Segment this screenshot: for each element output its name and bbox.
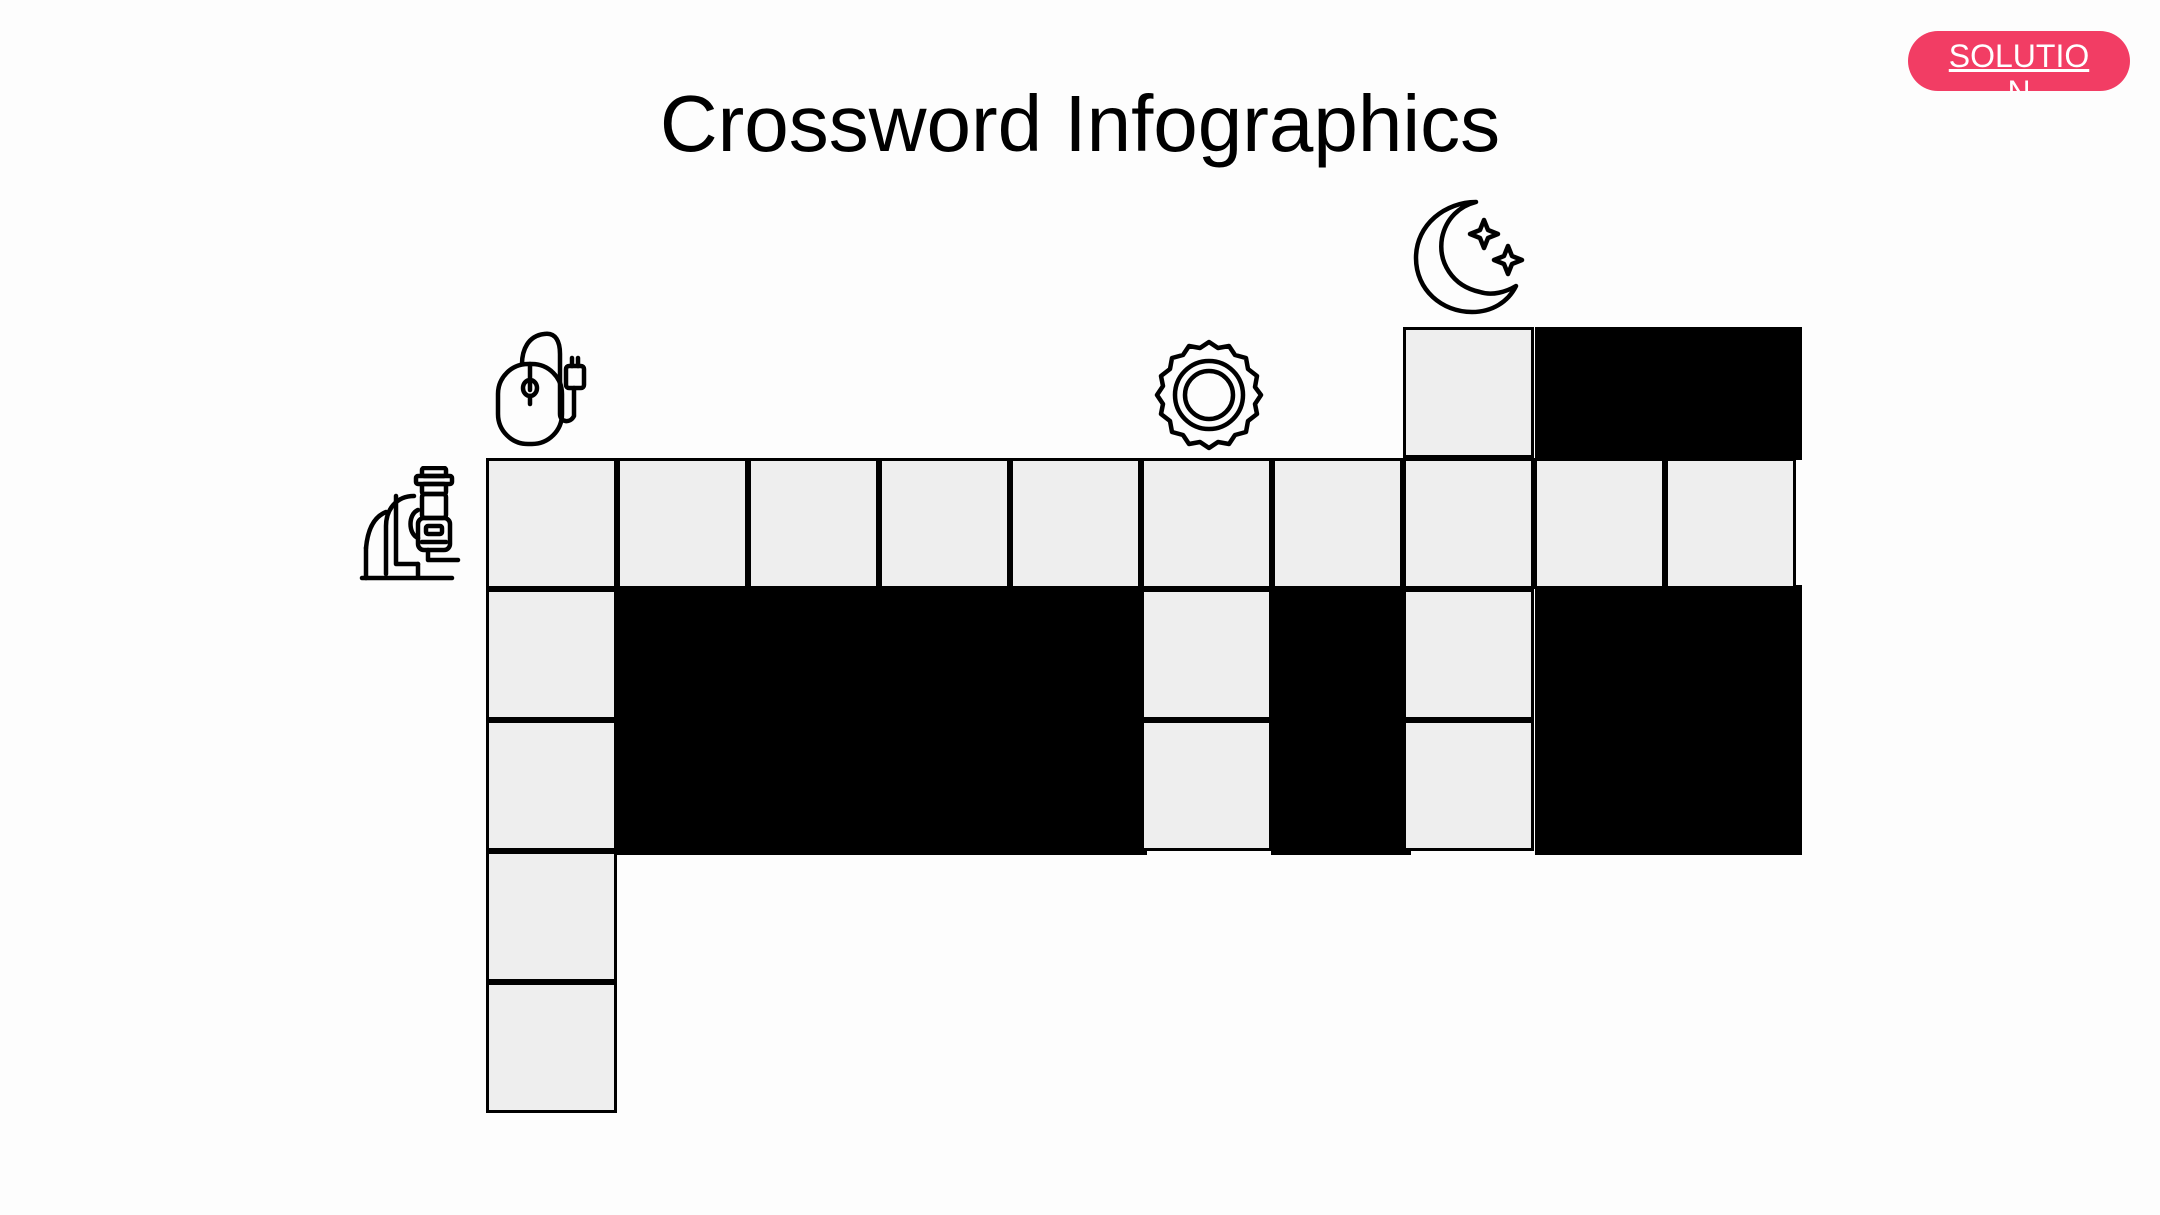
cd-disc-icon	[1152, 338, 1266, 452]
cell-row1-col8[interactable]	[1403, 458, 1534, 589]
black-block-right	[1535, 585, 1802, 855]
cell-col1-row2[interactable]	[486, 589, 617, 720]
page-title: Crossword Infographics	[659, 79, 1501, 168]
mouse-icon	[494, 330, 614, 448]
black-block-middle	[1271, 585, 1411, 855]
cell-row1-col10[interactable]	[1665, 458, 1796, 589]
cell-row1-col9[interactable]	[1534, 458, 1665, 589]
cell-col1-row3[interactable]	[486, 720, 617, 851]
solution-button[interactable]: SOLUTION	[1908, 31, 2130, 91]
cell-row1-col6[interactable]	[1141, 458, 1272, 589]
water-heater-icon	[356, 466, 474, 586]
cell-row1-col4[interactable]	[879, 458, 1010, 589]
cell-col1-row4[interactable]	[486, 851, 617, 982]
cell-top-col8[interactable]	[1403, 327, 1534, 458]
cell-row1-col3[interactable]	[748, 458, 879, 589]
cell-row1-col1[interactable]	[486, 458, 617, 589]
cell-col1-row5[interactable]	[486, 982, 617, 1113]
cell-col6-row2[interactable]	[1141, 589, 1272, 720]
black-block-left	[614, 585, 1147, 855]
black-block-top-right	[1535, 327, 1802, 460]
solution-button-label: SOLUTION	[1948, 38, 2090, 91]
cell-col6-row3[interactable]	[1141, 720, 1272, 851]
cell-row1-col2[interactable]	[617, 458, 748, 589]
cell-row1-col5[interactable]	[1010, 458, 1141, 589]
cell-col8-row2[interactable]	[1403, 589, 1534, 720]
cell-col8-row3[interactable]	[1403, 720, 1534, 851]
moon-stars-icon	[1412, 198, 1530, 316]
cell-row1-col7[interactable]	[1272, 458, 1403, 589]
